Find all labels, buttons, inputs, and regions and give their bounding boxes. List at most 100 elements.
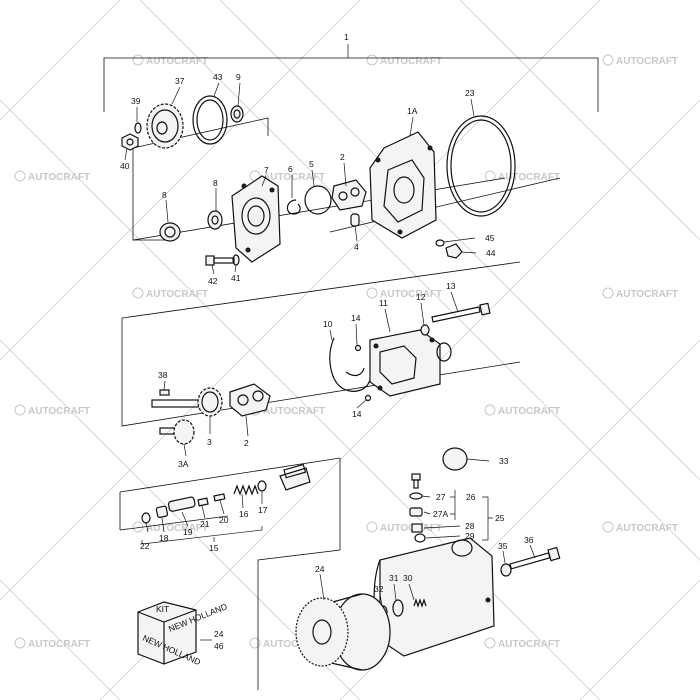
svg-text:AUTOCRAFT: AUTOCRAFT	[146, 523, 208, 534]
part-large-oring-23[interactable]	[446, 115, 516, 217]
callout-1A: 1A	[407, 106, 418, 116]
callout-25: 25	[495, 513, 505, 523]
svg-text:AUTOCRAFT: AUTOCRAFT	[616, 56, 678, 67]
watermark-logo: AUTOCRAFT	[14, 637, 90, 650]
callout-3: 3	[207, 437, 212, 447]
part-bearing-8a[interactable]	[159, 222, 181, 242]
part-pin-20[interactable]	[213, 493, 226, 502]
callout-12: 12	[416, 292, 426, 302]
part-seat-21[interactable]	[197, 497, 209, 507]
part-housing-cover-1A[interactable]	[369, 131, 437, 239]
part-element-28[interactable]	[411, 523, 423, 533]
part-washer-45[interactable]	[435, 239, 445, 247]
watermark-logo: AUTOCRAFT	[484, 404, 560, 417]
reservoir-panel-frame	[257, 458, 341, 690]
watermark-logo: AUTOCRAFT	[14, 404, 90, 417]
part-washer-39[interactable]	[134, 122, 142, 134]
watermark-logo: AUTOCRAFT	[249, 637, 325, 650]
part-washer-12[interactable]	[420, 324, 430, 336]
svg-text:AUTOCRAFT: AUTOCRAFT	[263, 172, 325, 183]
callout-32: 32	[374, 584, 384, 594]
callout-1: 1	[344, 32, 349, 42]
part-nut-40[interactable]	[121, 133, 139, 151]
svg-text:AUTOCRAFT: AUTOCRAFT	[616, 523, 678, 534]
part-bolt-13[interactable]	[431, 302, 491, 323]
part-oring-43[interactable]	[192, 95, 228, 145]
callout-36: 36	[524, 535, 534, 545]
part-pump-body-7[interactable]	[231, 175, 281, 263]
callout-18: 18	[159, 533, 169, 543]
watermark-logo: AUTOCRAFT	[602, 54, 678, 67]
callout-40: 40	[120, 161, 130, 171]
watermark-logo: AUTOCRAFT	[484, 637, 560, 650]
callout-7: 7	[264, 165, 269, 175]
callout-6: 6	[288, 164, 293, 174]
part-oring-5[interactable]	[304, 185, 332, 215]
part-gear-37[interactable]	[146, 103, 184, 149]
part-snap-ring-6[interactable]	[286, 199, 301, 215]
callout-14a: 14	[351, 313, 361, 323]
part-spool-19[interactable]	[167, 496, 196, 512]
part-washer-31[interactable]	[392, 599, 404, 617]
part-bushing-2b[interactable]	[229, 383, 271, 417]
part-sleeve-18[interactable]	[155, 505, 169, 519]
part-dowel-4[interactable]	[350, 213, 360, 227]
part-screw-27[interactable]	[409, 473, 423, 500]
callout-45: 45	[485, 233, 495, 243]
kit-box-label: KIT	[156, 604, 169, 614]
part-pin-14b[interactable]	[364, 394, 372, 402]
callout-8b: 8	[213, 178, 218, 188]
part-seal-9[interactable]	[230, 105, 244, 123]
leader-lines	[124, 82, 536, 641]
part-bushing-2a[interactable]	[331, 179, 367, 211]
callout-27: 27	[436, 492, 446, 502]
part-fitting-27A[interactable]	[409, 507, 423, 517]
callout-17: 17	[258, 505, 268, 515]
svg-text:AUTOCRAFT: AUTOCRAFT	[28, 406, 90, 417]
callout-35: 35	[498, 541, 508, 551]
svg-text:AUTOCRAFT: AUTOCRAFT	[28, 172, 90, 183]
svg-text:AUTOCRAFT: AUTOCRAFT	[146, 56, 208, 67]
callout-33: 33	[499, 456, 509, 466]
part-bolt-36[interactable]	[509, 546, 561, 570]
part-gasket-10[interactable]	[329, 337, 371, 392]
callout-16: 16	[239, 509, 249, 519]
callout-4: 4	[354, 242, 359, 252]
part-ring-22[interactable]	[141, 512, 151, 524]
watermark-logo: AUTOCRAFT	[132, 54, 208, 67]
part-plug-fitting[interactable]	[279, 463, 311, 491]
callout-20: 20	[219, 515, 229, 525]
part-elbow-fitting-44[interactable]	[445, 243, 463, 259]
callout-3A: 3A	[178, 459, 189, 469]
part-cap-33[interactable]	[442, 447, 468, 471]
callout-11: 11	[379, 298, 388, 308]
part-oring-29[interactable]	[414, 533, 426, 543]
part-bearing-8b[interactable]	[207, 210, 223, 230]
callout-46: 46	[214, 641, 224, 651]
part-driven-gear-3A[interactable]	[159, 419, 195, 445]
callout-44: 44	[486, 248, 496, 258]
part-ring-17[interactable]	[257, 480, 267, 492]
callout-14b: 14	[352, 409, 362, 419]
part-washer-35[interactable]	[500, 563, 512, 577]
callout-31: 31	[389, 573, 399, 583]
part-reservoir-body[interactable]	[373, 537, 495, 657]
middle-panel-frame	[121, 261, 521, 427]
callout-42: 42	[208, 276, 218, 286]
callout-37: 37	[175, 76, 185, 86]
callout-23: 23	[465, 88, 475, 98]
lower-panel-frame	[119, 457, 341, 531]
part-bolt-42[interactable]	[205, 255, 235, 266]
part-end-cover-11[interactable]	[369, 329, 452, 397]
watermark-logo: AUTOCRAFT	[366, 287, 442, 300]
part-filter-24[interactable]	[295, 593, 391, 671]
assembly-bracket-1	[103, 44, 599, 112]
part-spring-30[interactable]	[413, 598, 427, 608]
callout-30: 30	[403, 573, 413, 583]
part-pin-14a[interactable]	[354, 344, 362, 352]
callout-27A: 27A	[433, 509, 448, 519]
part-key-38[interactable]	[159, 389, 170, 396]
part-spring-16[interactable]	[233, 484, 259, 496]
callout-24b: 24	[214, 629, 224, 639]
